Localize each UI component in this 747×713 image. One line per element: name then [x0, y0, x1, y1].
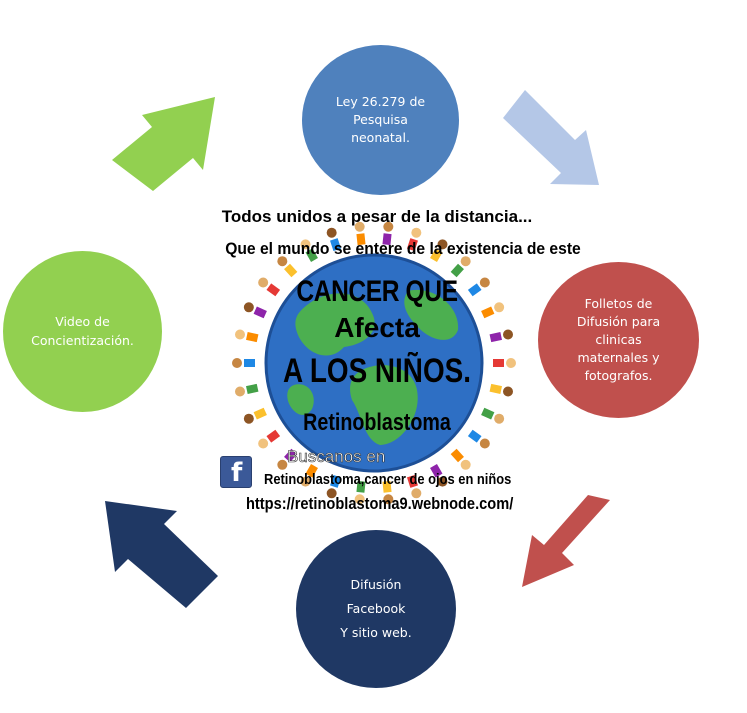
node-folletos: Folletos de Difusión para clinicas mater… [538, 262, 699, 418]
child-figure [326, 227, 342, 252]
child-figure [258, 277, 281, 297]
child-figure [354, 221, 366, 246]
child-figure [277, 448, 298, 470]
child-figure [467, 277, 490, 297]
child-figure [234, 329, 259, 343]
child-figure [481, 407, 505, 424]
arrow-to-top [112, 97, 215, 191]
node-video: Video de Concientización. [3, 251, 162, 412]
child-figure [354, 480, 366, 505]
node-label: Difusión Facebook Y sitio web. [340, 577, 412, 640]
node-label: Video de Concientización. [31, 314, 134, 348]
child-figure [382, 221, 394, 246]
poster-afecta: Afecta [334, 312, 420, 343]
arrow-right-to-bottom [522, 495, 610, 587]
child-figure [430, 239, 448, 262]
child-figure [450, 256, 471, 278]
poster-facebook-name: Retinoblastoma,cancer de ojos en niños [264, 471, 512, 488]
child-figure [406, 474, 422, 499]
globe-illustration [232, 221, 516, 505]
poster-line1: Todos unidos a pesar de la distancia... [221, 207, 533, 226]
child-figure [243, 407, 267, 424]
child-figure [430, 464, 448, 487]
poster-buscanos: Buscanos en [287, 447, 386, 467]
poster-ninos: A LOS NIÑOS. [283, 352, 471, 390]
poster-line2: Que el mundo se entere de la existencia … [225, 239, 581, 258]
child-figure [493, 358, 516, 368]
node-label: Ley 26.279 de Pesquisa neonatal. [335, 93, 426, 146]
arrow-top-to-right [503, 90, 599, 185]
child-figure [258, 429, 281, 449]
poster-retinoblastoma: Retinoblastoma [303, 409, 451, 436]
child-figure [450, 448, 471, 470]
child-figure [300, 239, 318, 262]
arrow-bottom-to-left [105, 501, 218, 608]
node-label: Folletos de Difusión para clinicas mater… [576, 295, 661, 384]
child-figure [481, 302, 505, 319]
child-figure [326, 474, 342, 499]
central-poster: f Todos unidos a pesar de la distancia..… [212, 195, 581, 525]
child-figure [406, 227, 422, 252]
node-ley-pesquisa: Ley 26.279 de Pesquisa neonatal. [302, 45, 459, 195]
child-figure [277, 256, 298, 278]
poster-cancer: CANCER QUE [296, 275, 458, 308]
child-figure [489, 329, 514, 343]
child-figure [489, 383, 514, 397]
child-figure [467, 429, 490, 449]
poster-url: https://retinoblastoma9.webnode.com/ [246, 494, 514, 513]
child-figure [243, 302, 267, 319]
facebook-icon: f [220, 456, 252, 488]
child-figure [300, 464, 318, 487]
child-figure [232, 358, 255, 368]
children-ring [232, 221, 516, 505]
node-difusion-facebook: Difusión Facebook Y sitio web. [296, 530, 456, 688]
child-figure [234, 383, 259, 397]
child-figure [382, 480, 394, 505]
